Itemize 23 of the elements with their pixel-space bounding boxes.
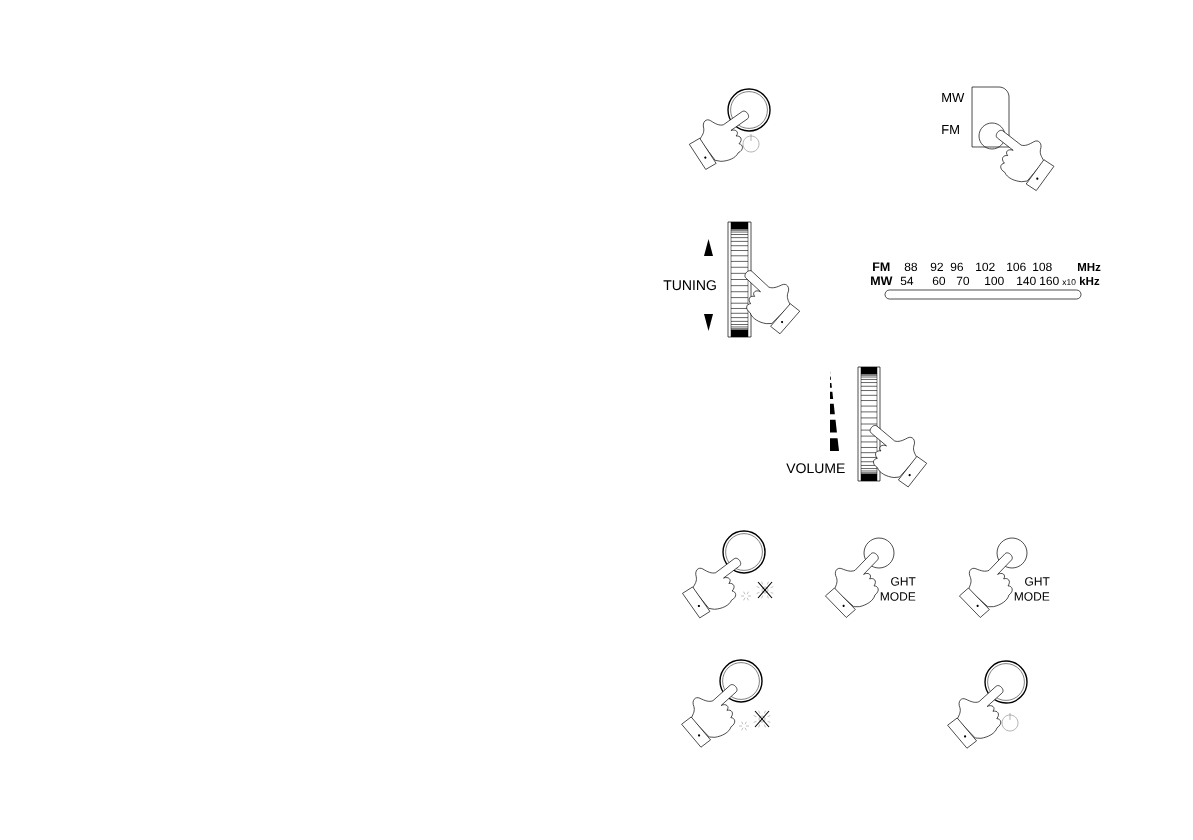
scale-number: 106 <box>1007 262 1026 272</box>
band-label: MW <box>942 93 965 102</box>
scale-number: 60 <box>932 276 946 286</box>
scale-number: 140 <box>1017 276 1036 286</box>
scale-number: 108 <box>1033 262 1052 272</box>
scale-number: 96 <box>950 262 964 272</box>
scale-number: 54 <box>900 276 914 286</box>
scale-number: 102 <box>976 262 995 272</box>
scale-number: 92 <box>930 262 943 272</box>
button-label: GHT MODE <box>1014 577 1050 601</box>
band-label: MW <box>871 276 893 285</box>
unit-label: x10 <box>1062 279 1076 286</box>
unit-label: kHz <box>1080 276 1100 285</box>
scale-number: 88 <box>904 262 918 272</box>
band-label: FM <box>942 125 959 134</box>
control-label: TUNING <box>663 280 716 291</box>
band-label: FM <box>873 262 890 271</box>
scale-number: 70 <box>956 276 970 286</box>
scale-number: 160 <box>1040 276 1059 286</box>
button-label: GHT MODE <box>880 577 916 601</box>
unit-label: MHz <box>1078 263 1101 271</box>
control-label: VOLUME <box>786 463 845 474</box>
scale-number: 100 <box>985 276 1004 286</box>
